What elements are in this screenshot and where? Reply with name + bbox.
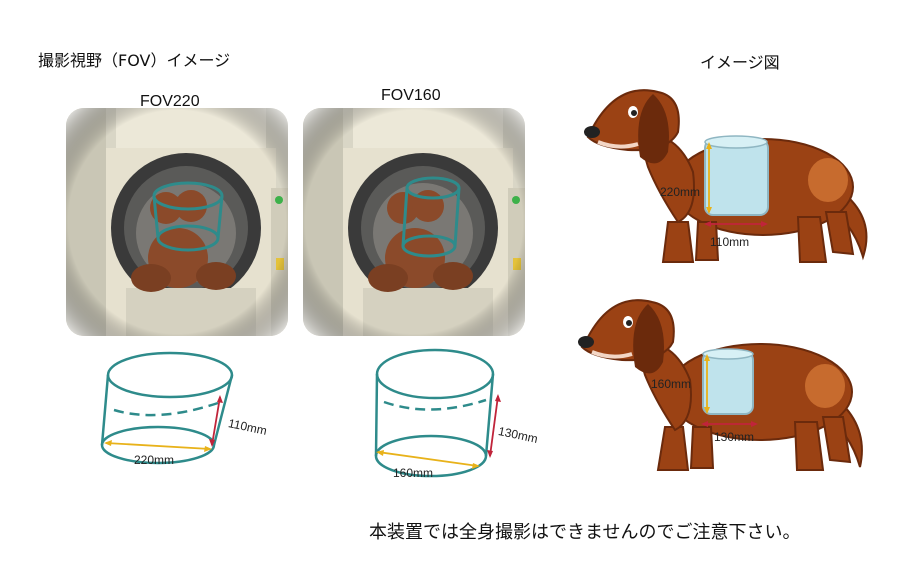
cylinder-diagram-fov160 <box>360 338 560 498</box>
dog1-length-label: 110mm <box>710 235 750 249</box>
illustration-title: イメージ図 <box>700 53 780 72</box>
cylinder-diagram-fov220 <box>92 345 292 480</box>
scanner-photo-fov220 <box>66 108 288 336</box>
fov220-label: FOV220 <box>140 93 200 110</box>
full-body-warning-note: 本装置では全身撮影はできませんのでご注意下さい。 <box>369 522 801 543</box>
fov160-diameter-label: 160mm <box>393 466 434 480</box>
fov-image-title: 撮影視野（FOV）イメージ <box>38 51 231 70</box>
dog2-length-label: 130mm <box>714 430 755 444</box>
dog2-diameter-label: 160mm <box>651 377 692 391</box>
scanner-photo-fov160 <box>303 108 525 336</box>
fov220-diameter-label: 220mm <box>134 453 175 467</box>
dog-illustration-fov220 <box>578 72 878 272</box>
dog1-diameter-label: 220mm <box>660 185 701 199</box>
fov160-label: FOV160 <box>381 87 441 104</box>
dog-illustration-fov160 <box>570 282 870 482</box>
